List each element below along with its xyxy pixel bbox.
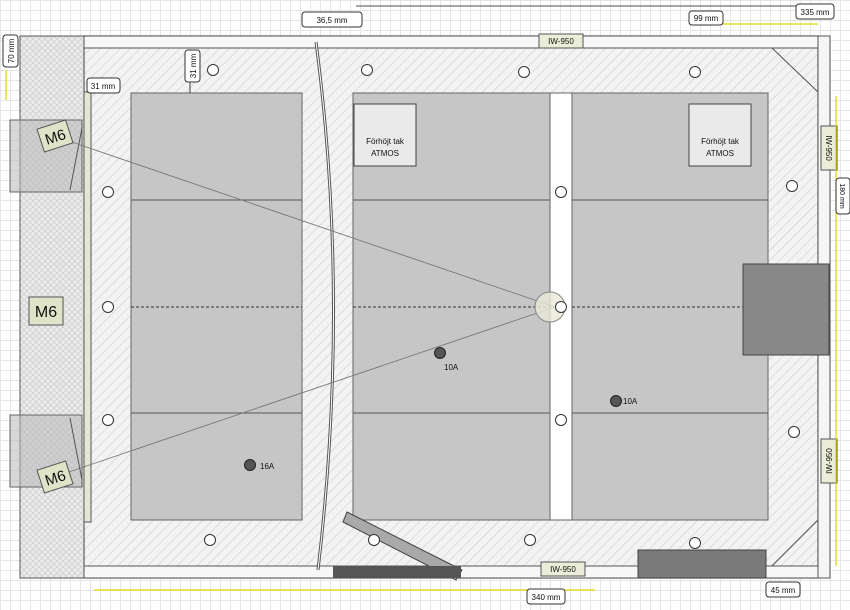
screen-strip: [83, 91, 92, 523]
dim-left-margin: 31 mm: [91, 82, 116, 91]
dim-right-span-bg: [795, 3, 835, 20]
speaker-label-right-bottom-bg: [820, 438, 838, 484]
bottom-box: [637, 549, 767, 579]
dim-bottom-span-bg: [526, 588, 566, 605]
outlet-dot-right: [610, 395, 622, 407]
dim-right-inset-bg: [688, 10, 724, 26]
atmos-box-right: [688, 103, 752, 167]
speaker-label-top-bg: [538, 33, 584, 49]
sight-line: [59, 306, 556, 476]
dim-top-gap-bg: [301, 11, 363, 28]
atmos-left-line1: Förhöjt tak: [366, 137, 405, 146]
door-panel: [342, 511, 463, 581]
speaker-label-bottom: IW-950: [550, 565, 576, 574]
atmos-right-line1: Förhöjt tak: [701, 137, 740, 146]
atmos-left-line2: ATMOS: [371, 149, 399, 158]
dim-top-gap: 36,5 mm: [316, 16, 347, 25]
dim-left-wall: 70 mm: [7, 38, 16, 63]
outlet-dot-left-bottom: [244, 459, 256, 471]
dim-top-margin-bg: [184, 49, 201, 83]
top-wall-bar: [83, 35, 819, 49]
atmos-box-left: [353, 103, 417, 167]
sight-line: [59, 137, 556, 308]
outlet-label-right: 10A: [623, 397, 638, 406]
speaker-label-right-bottom: IW-950: [825, 448, 834, 474]
m6-label-bottom-bg: [36, 460, 74, 494]
dim-left-margin-bg: [86, 77, 121, 94]
atmos-right-line2: ATMOS: [706, 149, 734, 158]
m6-label-top-bg: [36, 119, 74, 153]
corner-line: [771, 519, 819, 567]
ceiling-lights: [102, 64, 800, 549]
dim-right-span: 335 mm: [801, 8, 830, 17]
dim-right-inset: 99 mm: [694, 14, 719, 23]
outlet-label-left-bottom: 16A: [260, 462, 275, 471]
door-gap: [333, 566, 461, 578]
speaker-label-top: IW-950: [548, 37, 574, 46]
corner-line: [771, 47, 819, 93]
dim-top-margin: 31 mm: [189, 53, 198, 78]
dim-left-wall-bg: [2, 34, 19, 68]
speaker-label-right-top-bg: [820, 125, 838, 171]
dim-right-side-bg: [835, 177, 850, 215]
dim-bottom-right: 45 mm: [771, 586, 796, 595]
outlet-label-center: 10A: [444, 363, 459, 372]
m6-label-middle-bg: [28, 296, 64, 326]
speaker-label-right-top: IW-950: [824, 135, 833, 161]
dim-right-side: 180 mm: [838, 183, 845, 208]
panel-block-left: [130, 92, 303, 521]
speaker-label-bottom-bg: [540, 561, 586, 577]
m6-label-bottom: M6: [43, 467, 68, 490]
right-side-box: [742, 263, 830, 356]
dim-bottom-right-bg: [765, 581, 801, 598]
m6-label-top: M6: [43, 126, 68, 149]
m6-label-middle: M6: [35, 304, 57, 321]
dim-bottom-span: 340 mm: [532, 593, 561, 602]
outlet-dot-center: [434, 347, 446, 359]
